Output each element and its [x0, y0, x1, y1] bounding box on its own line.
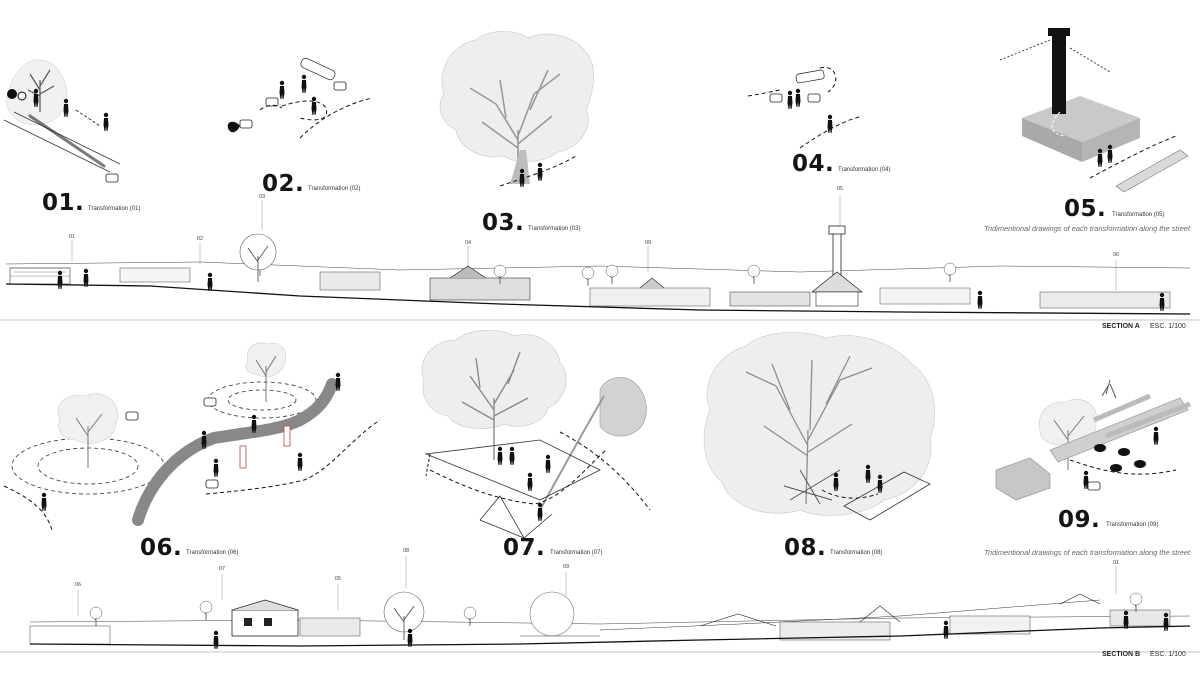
transformation-number-02: 02. — [262, 171, 305, 197]
section-a-marker-01: 01 — [69, 234, 76, 240]
section-a-drawing — [0, 196, 1200, 321]
sketch-05 — [999, 28, 1189, 193]
transformation-caption-07: Transformation (07) — [550, 550, 603, 556]
section-a-marker-09: 09 — [645, 240, 652, 246]
sketch-04 — [747, 66, 863, 149]
sketch-08 — [703, 332, 936, 521]
section-b-marker-07: 07 — [219, 566, 226, 572]
transformation-caption-03: Transformation (03) — [528, 226, 581, 232]
sketch-03 — [439, 31, 594, 187]
section-b-marker-08: 08 — [403, 548, 410, 554]
transformation-number-03: 03. — [482, 210, 525, 236]
section-b-marker-09: 09 — [563, 564, 570, 570]
section-a-title: SECTION A — [1102, 323, 1140, 330]
transformation-caption-02: Transformation (02) — [308, 186, 361, 192]
section-a-scale: ESC. 1/100 — [1150, 323, 1186, 330]
section-a-marker-04: 04 — [465, 240, 472, 246]
section-a-marker-06: 06 — [1113, 252, 1120, 258]
note-bottom: Tridimentional drawings of each transfor… — [984, 548, 1191, 557]
transformation-number-04: 04. — [792, 151, 835, 177]
sketch-07 — [421, 329, 651, 539]
section-b-marker-01: 01 — [1113, 560, 1120, 566]
section-b-drawing — [0, 556, 1200, 653]
note-top: Tridimentional drawings of each transfor… — [984, 224, 1191, 233]
transformation-caption-08: Transformation (08) — [830, 550, 883, 556]
transformation-caption-04: Transformation (04) — [838, 167, 891, 173]
transformation-number-01: 01. — [42, 190, 85, 216]
transformation-number-09: 09. — [1058, 507, 1101, 533]
sketch-02 — [227, 57, 373, 139]
section-b-marker-05: 05 — [335, 576, 342, 582]
section-b-marker-06: 06 — [75, 582, 82, 588]
transformation-caption-01: Transformation (01) — [88, 206, 141, 212]
transformation-number-07: 07. — [503, 535, 546, 561]
transformation-number-08: 08. — [784, 535, 827, 561]
transformation-caption-09: Transformation (09) — [1106, 522, 1159, 528]
sketch-01 — [3, 59, 121, 183]
section-b-scale: ESC. 1/100 — [1150, 651, 1186, 658]
sketch-06 — [3, 342, 381, 531]
transformation-caption-05: Transformation (05) — [1112, 212, 1165, 218]
transformation-caption-06: Transformation (06) — [186, 550, 239, 556]
sketch-09 — [995, 379, 1191, 501]
transformation-number-05: 05. — [1064, 196, 1107, 222]
section-a-marker-03: 03 — [259, 194, 266, 200]
section-a-marker-02: 02 — [197, 236, 204, 242]
transformation-number-06: 06. — [140, 535, 183, 561]
section-a-marker-05: 05 — [837, 186, 844, 192]
section-b-title: SECTION B — [1102, 651, 1141, 658]
